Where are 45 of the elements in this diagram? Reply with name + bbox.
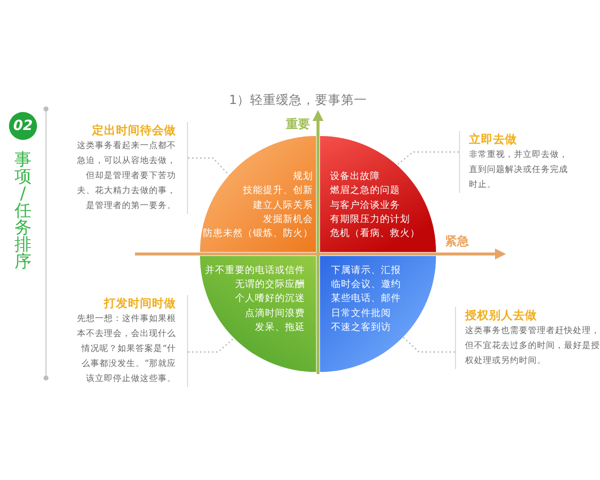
item-text: 不速之客到访 — [331, 320, 392, 335]
callout-text: 先想一想：这件事如果根本不去理会，会出现什么情况呢？如果答案是“什么事都没发生。”那就应该立即停止做这些事。 — [76, 312, 176, 386]
item-text: 防患未然（锻炼、防火） — [203, 227, 313, 242]
callout-heading: 打发时间时做 — [102, 294, 176, 312]
item-text: 某些电话、邮件 — [331, 292, 401, 306]
item-text: 下属请示、汇报 — [331, 264, 401, 278]
item-text: 有期限压力的计划 — [330, 212, 411, 227]
item-text: 规划 — [292, 170, 313, 184]
callout — [455, 306, 600, 368]
callout-text: 这类事务也需要管理者赶快处理，但不宜花去过多的时间，最好是授权处理或另约时间。 — [465, 324, 600, 368]
item-text: 燃眉之急的问题 — [330, 184, 401, 198]
item-text: 点滴时间浪费 — [244, 306, 305, 321]
item-text: 危机（看病、救火） — [330, 227, 420, 242]
item-text: 技能提升、创新 — [242, 184, 313, 198]
quadrant-sector — [320, 256, 436, 372]
item-text: 设备出故障 — [330, 170, 381, 184]
leader-line — [396, 152, 460, 166]
item-text: 发掘新机会 — [262, 212, 313, 227]
diagram-title: 1）轻重缓急，要事第一 — [228, 93, 368, 107]
item-text: 个人嗜好的沉迷 — [234, 292, 305, 306]
callout-heading: 定出时间待会做 — [90, 122, 176, 139]
item-text: 无谓的交际应酬 — [234, 278, 305, 292]
leader-line — [402, 336, 456, 352]
leader-line — [188, 338, 234, 352]
quadrant-sector — [200, 256, 316, 372]
callout-heading: 授权别人去做 — [465, 306, 538, 324]
section-heading: 事项/任务排序 — [14, 152, 32, 271]
leader-line — [188, 158, 230, 176]
item-text: 临时会议、邀约 — [331, 278, 401, 292]
quadrant-sector — [200, 136, 316, 252]
quadrant-sector — [320, 136, 436, 252]
item-text: 建立人际关系 — [252, 198, 313, 213]
item-text: 并不重要的电话或信件 — [205, 264, 305, 278]
callout — [76, 294, 188, 386]
axis-label: 紧急 — [445, 234, 469, 249]
number-badge: 02 — [9, 112, 37, 140]
callout — [459, 130, 569, 192]
callout-text: 非常重视，并立即去做，直到问题解决或任务完成时止。 — [469, 148, 569, 192]
callout-heading: 立即去做 — [469, 130, 518, 148]
item-text: 发呆、拖延 — [254, 320, 305, 335]
callout-text: 这类事务看起来一点都不急迫，可以从容地去做，但却是管理者要下苦功夫、花大精力去做的事，是管理者的第一要务。 — [76, 140, 176, 213]
callout — [76, 122, 188, 214]
item-text: 与客户洽谈业务 — [330, 198, 401, 213]
item-text: 日常文件批阅 — [331, 306, 392, 321]
axis-label: 重要 — [286, 117, 310, 132]
